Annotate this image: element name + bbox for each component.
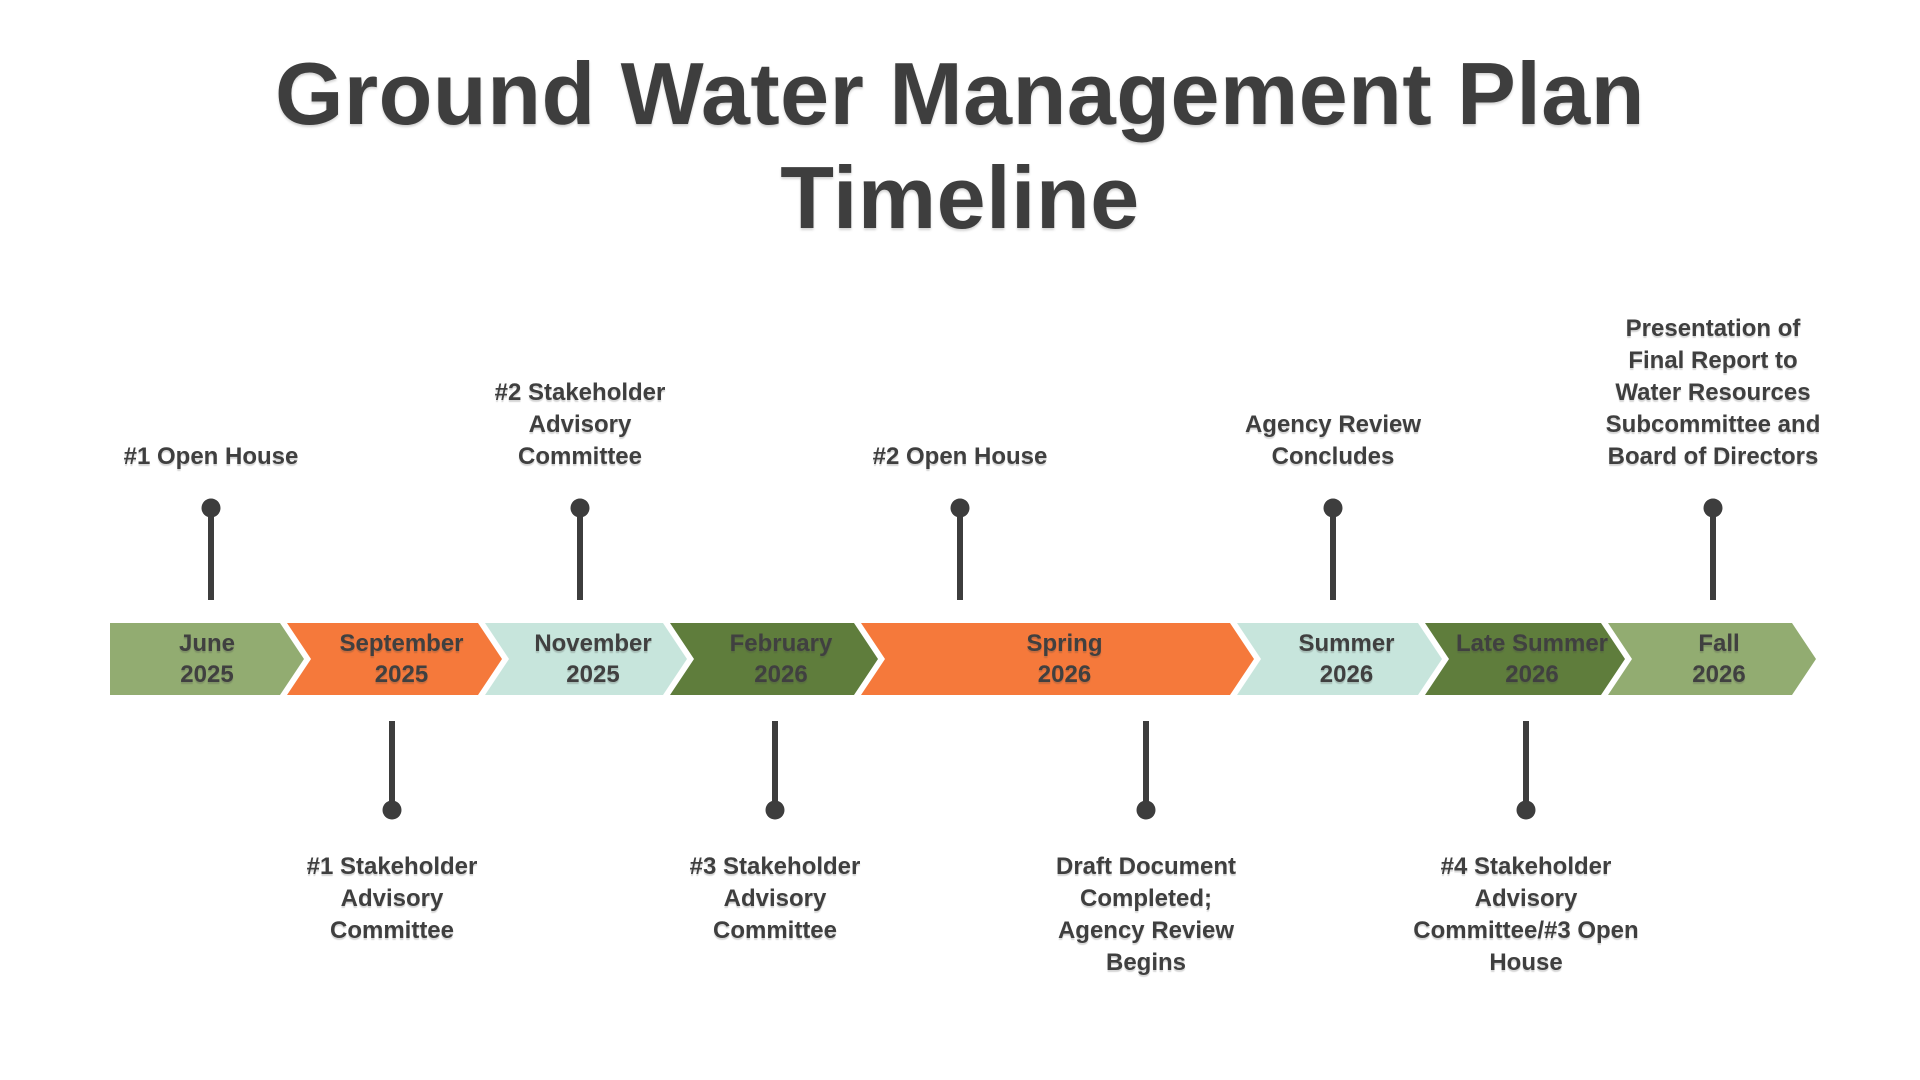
event-stem — [1710, 512, 1716, 600]
page-title: Ground Water Management Plan Timeline — [274, 44, 1645, 247]
timeline-segment-november-2025: November 2025 — [485, 623, 687, 695]
event-dot — [1516, 800, 1536, 820]
event-label-draft-document: Draft Document Completed; Agency Review … — [1055, 853, 1237, 976]
timeline-segment-spring-2026: Spring 2026 — [861, 623, 1254, 695]
event-label-4-stakeholder: #4 Stakeholder Advisory Committee/#3 Ope… — [1413, 853, 1639, 976]
event-stem — [772, 721, 778, 802]
timeline-segment-february-2026: February 2026 — [670, 623, 878, 695]
event-dot — [1136, 800, 1156, 820]
timeline-segment-june-2025: June 2025 — [110, 623, 304, 695]
event-label-presentation-of: Presentation of Final Report to Water Re… — [1605, 315, 1821, 470]
event-stem — [1143, 721, 1149, 802]
segment-label: Summer 2026 — [1298, 630, 1395, 688]
event-dot — [201, 498, 221, 518]
event-label-3-stakeholder: #3 Stakeholder Advisory Committee — [689, 853, 861, 944]
segment-label: Fall 2026 — [1692, 630, 1746, 688]
event-label-1-stakeholder: #1 Stakeholder Advisory Committee — [306, 853, 478, 944]
event-label-2-open-house: #2 Open House — [872, 443, 1048, 470]
event-stem — [1523, 721, 1529, 802]
segment-label: June 2025 — [178, 630, 235, 688]
event-dot — [570, 498, 590, 518]
event-stem — [389, 721, 395, 802]
event-stem — [208, 512, 214, 600]
segment-label: February 2026 — [729, 630, 833, 688]
timeline-bar: June 2025 September 2025 November 2025 Febr… — [110, 623, 1818, 695]
event-dot — [382, 800, 402, 820]
event-label-2-stakeholder: #2 Stakeholder Advisory Committee — [494, 379, 666, 470]
timeline-segment-late-summer-2026: Late Summer 2026 — [1425, 623, 1625, 695]
segment-label: Spring 2026 — [1026, 630, 1103, 688]
event-stem — [1330, 512, 1336, 600]
timeline-segment-summer-2026: Summer 2026 — [1237, 623, 1442, 695]
segment-label: Late Summer 2026 — [1455, 630, 1609, 688]
event-stem — [577, 512, 583, 600]
event-dot — [950, 498, 970, 518]
event-dot — [1323, 498, 1343, 518]
event-dot — [765, 800, 785, 820]
timeline-segment-september-2025: September 2025 — [287, 623, 502, 695]
segment-label: November 2025 — [534, 630, 652, 688]
timeline-segment-fall-2026: Fall 2026 — [1608, 623, 1816, 695]
event-label-agency-review: Agency Review Concludes — [1244, 411, 1422, 470]
segment-label: September 2025 — [339, 630, 464, 688]
event-stem — [957, 512, 963, 600]
event-dot — [1703, 498, 1723, 518]
event-label-1-open-house: #1 Open House — [123, 443, 299, 470]
